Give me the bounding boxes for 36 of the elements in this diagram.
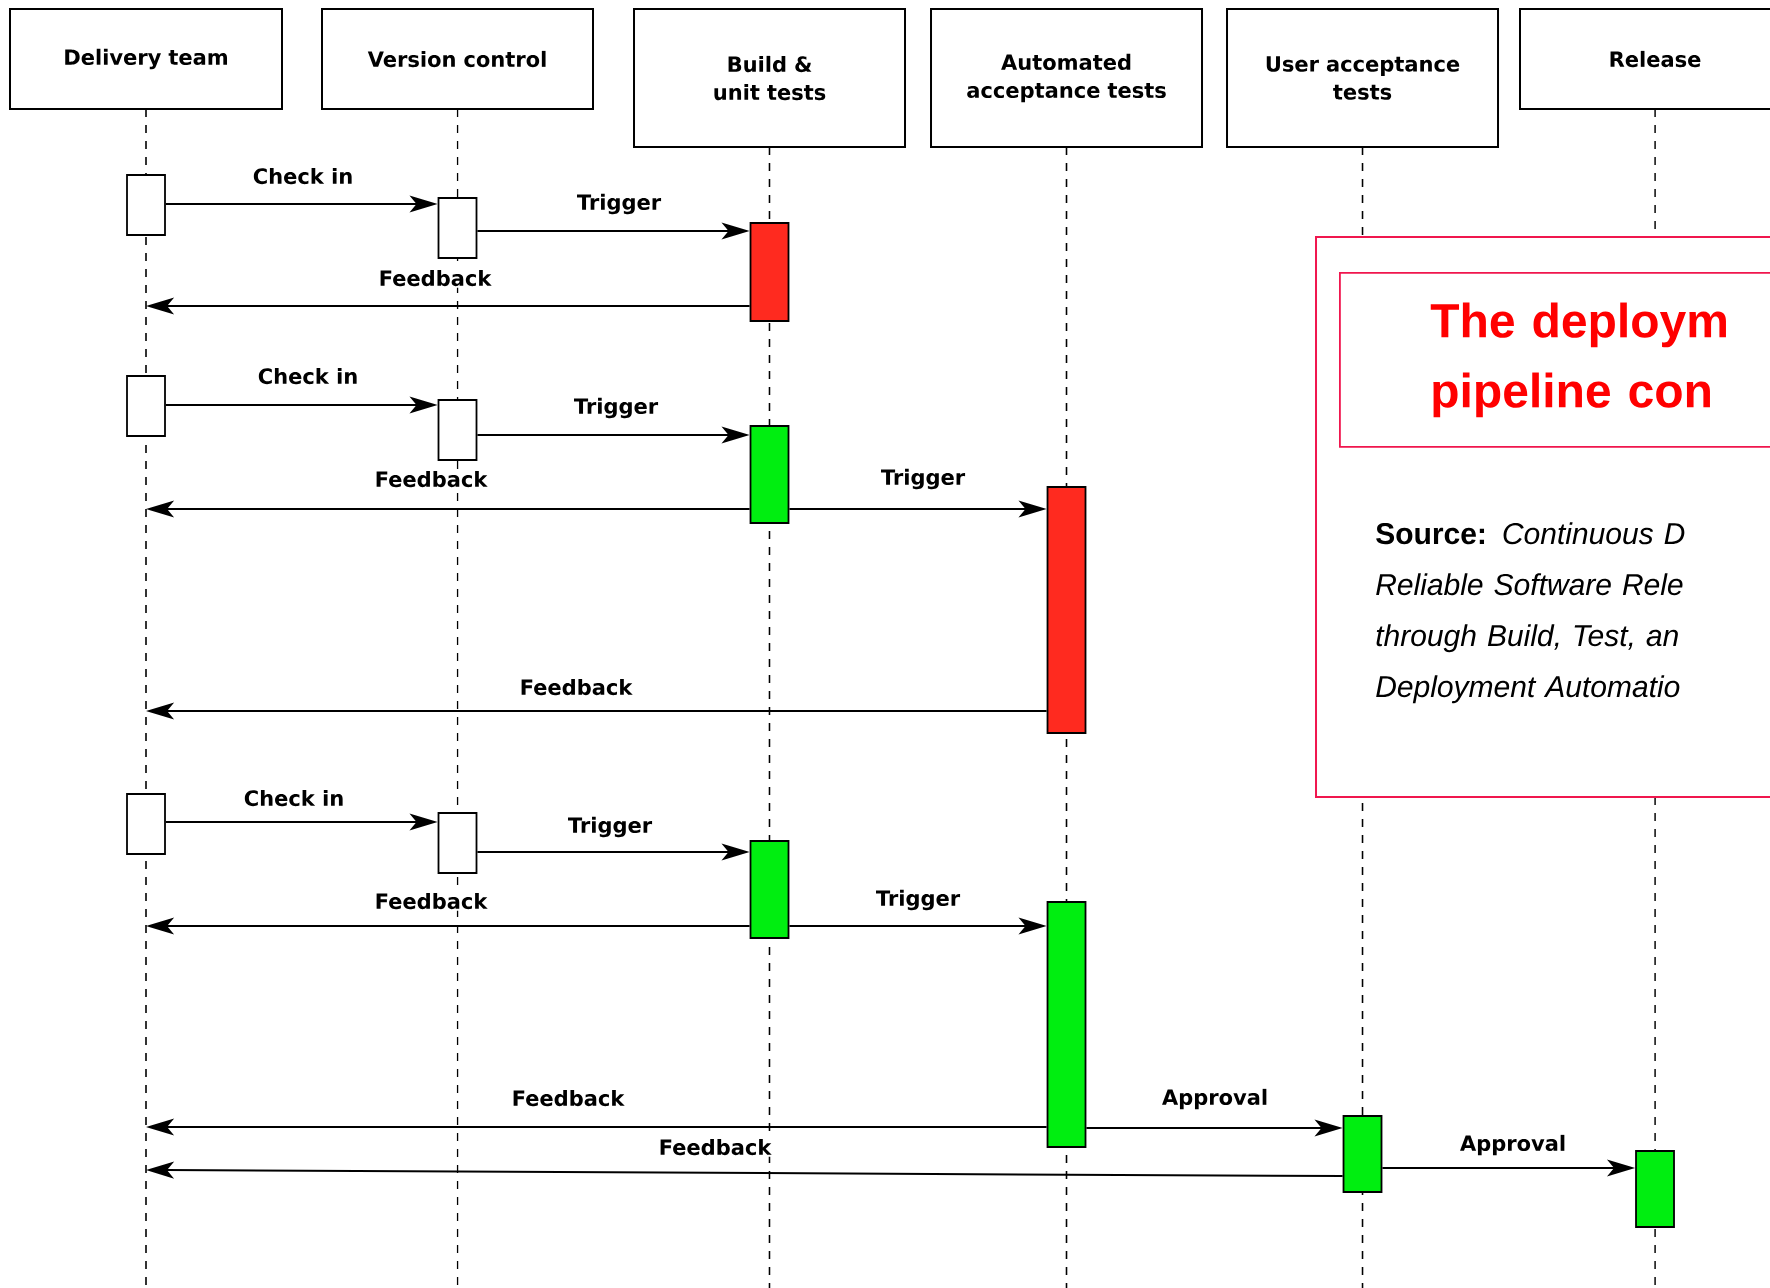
- edge-label: Trigger: [879, 467, 967, 491]
- lifeline-header-box: Build & unit tests: [633, 8, 906, 148]
- activation-box: [437, 197, 478, 259]
- activation-box: [749, 222, 790, 322]
- edge-label: Feedback: [373, 469, 489, 489]
- activation-box: [749, 840, 790, 939]
- activation-box: [437, 399, 478, 461]
- edge-label: Check in: [256, 366, 360, 386]
- activation-box: [1046, 901, 1087, 1148]
- activation-box: [1046, 486, 1087, 734]
- edge-label: Check in: [251, 166, 355, 186]
- edge-label: Feedback: [518, 677, 634, 697]
- activation-box: [126, 174, 166, 236]
- lifeline-header-box: Release: [1519, 8, 1770, 110]
- edge-label: Trigger: [572, 396, 660, 420]
- edge-label: Trigger: [874, 888, 962, 912]
- activation-box: [1635, 1150, 1675, 1228]
- edge-label: Approval: [1160, 1087, 1270, 1111]
- lifeline-header-box: Delivery team: [9, 8, 283, 110]
- lifeline-header-box: User acceptance tests: [1226, 8, 1499, 148]
- edge-label: Feedback: [510, 1088, 626, 1108]
- edge-label: Feedback: [377, 268, 493, 288]
- edge-label: Feedback: [373, 891, 489, 911]
- edge-label: Trigger: [566, 815, 654, 839]
- activation-box: [749, 425, 790, 524]
- edge-label: Approval: [1458, 1133, 1568, 1157]
- edge-label: Trigger: [575, 192, 663, 216]
- activation-box: [1342, 1115, 1383, 1193]
- edge-label: Check in: [242, 788, 346, 808]
- activation-box: [437, 812, 478, 874]
- edge-label: Feedback: [657, 1137, 773, 1157]
- activation-box: [126, 793, 166, 855]
- activation-box: [126, 375, 166, 437]
- title-box: The deploym pipeline con: [1339, 272, 1770, 448]
- lifeline-header-box: Automated acceptance tests: [930, 8, 1203, 148]
- lifeline-header-box: Version control: [321, 8, 594, 110]
